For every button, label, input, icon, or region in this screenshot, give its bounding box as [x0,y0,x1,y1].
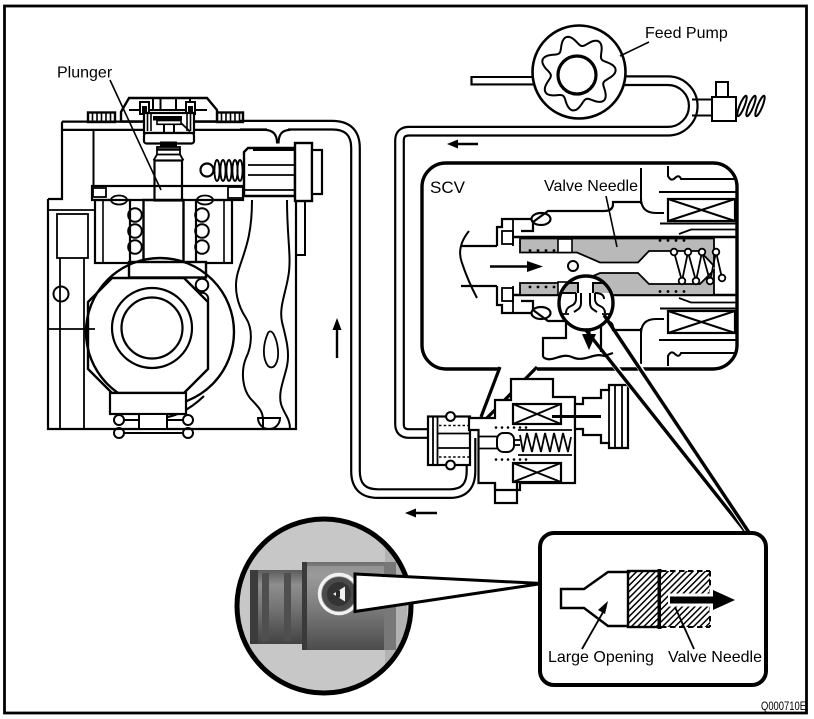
svg-text:Q000710E: Q000710E [761,699,806,713]
svg-text:Valve Needle: Valve Needle [668,649,762,666]
svg-text:Plunger: Plunger [57,65,113,82]
svg-text:SCV: SCV [430,178,466,197]
svg-text:Large Opening: Large Opening [548,649,654,666]
svg-text:Valve Needle: Valve Needle [544,178,638,195]
svg-text:Feed Pump: Feed Pump [645,25,728,42]
